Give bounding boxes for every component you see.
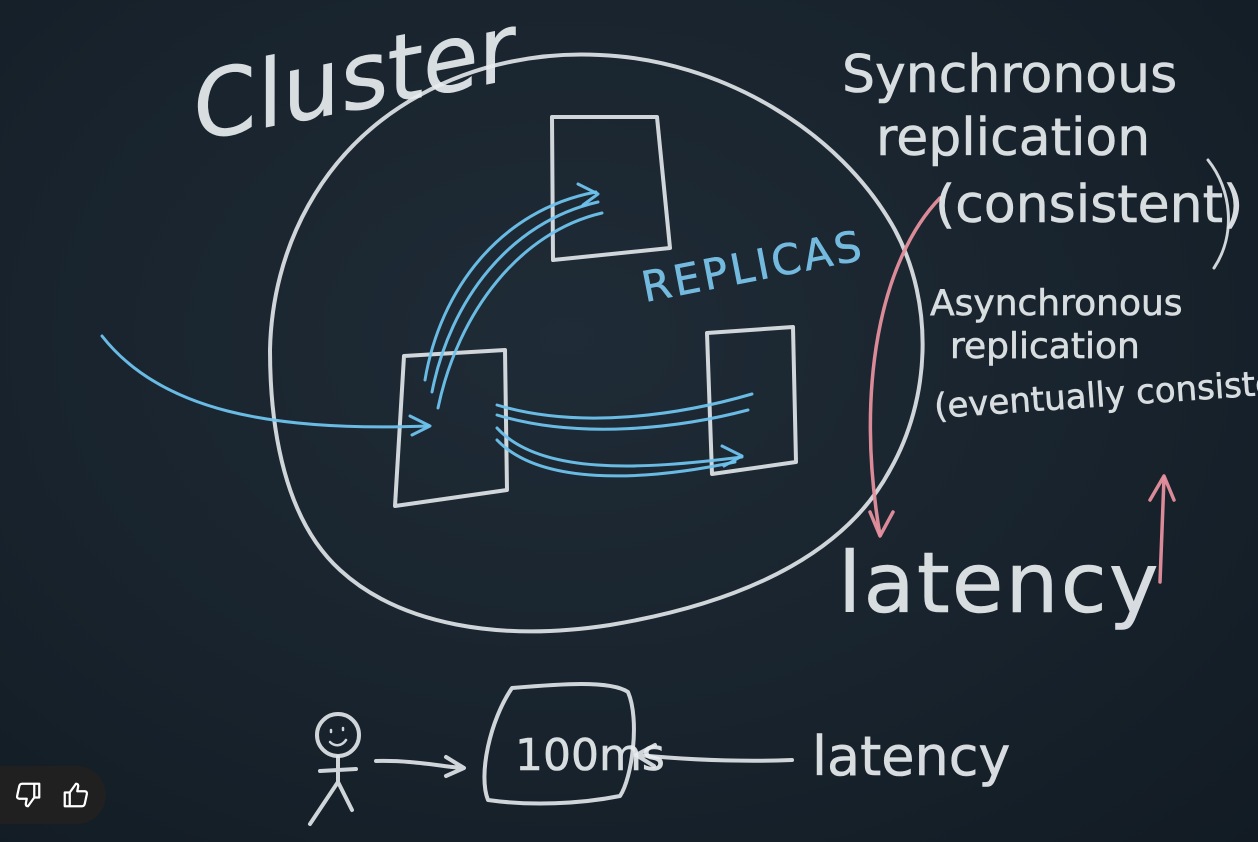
- replication-arrow-top-head: [576, 182, 600, 207]
- replication-arrows-top: [423, 190, 604, 410]
- sync-heading-line1: Synchronous: [842, 45, 1177, 105]
- primary-server: [393, 348, 509, 508]
- replicas-label: REPLICAS: [638, 221, 869, 312]
- async-heading-line1: Asynchronous: [930, 283, 1183, 324]
- feedback-bar: [0, 766, 106, 824]
- incoming-arrow: [100, 334, 430, 429]
- latency-box-value: 100ms: [515, 730, 665, 781]
- user-face: [328, 726, 348, 747]
- latency-up-arrow-head: [1148, 474, 1176, 502]
- like-button[interactable]: [56, 775, 96, 815]
- latency-pointer-arrow: [634, 743, 794, 768]
- sync-bracket: [1206, 158, 1230, 270]
- cluster-label: Cluster: [184, 0, 530, 162]
- thumbs-up-icon: [63, 782, 89, 808]
- latency-box: [482, 682, 636, 806]
- sync-heading-line3: (consistent): [935, 175, 1243, 235]
- replica-server-top: [550, 115, 672, 262]
- latency-big-label: latency: [838, 534, 1161, 632]
- incoming-arrow-head: [408, 414, 432, 437]
- thumbs-down-icon: [15, 782, 41, 808]
- async-heading-line3: (eventually consisten: [933, 362, 1258, 427]
- request-arrow: [374, 755, 466, 778]
- cluster-outline: [268, 52, 925, 634]
- dislike-button[interactable]: [8, 775, 48, 815]
- latency-up-arrow: [1158, 476, 1166, 584]
- user-head: [315, 712, 361, 758]
- sync-latency-arrow: [868, 196, 942, 537]
- replication-arrow-right-head: [720, 444, 744, 468]
- sync-heading-line2: replication: [876, 108, 1150, 168]
- replica-server-right: [705, 325, 798, 476]
- user-body: [308, 755, 358, 826]
- replication-arrows-right: [495, 392, 754, 478]
- async-heading-line2: replication: [950, 326, 1140, 367]
- latency-small-label: latency: [812, 725, 1010, 788]
- sync-latency-arrow-head: [868, 510, 895, 538]
